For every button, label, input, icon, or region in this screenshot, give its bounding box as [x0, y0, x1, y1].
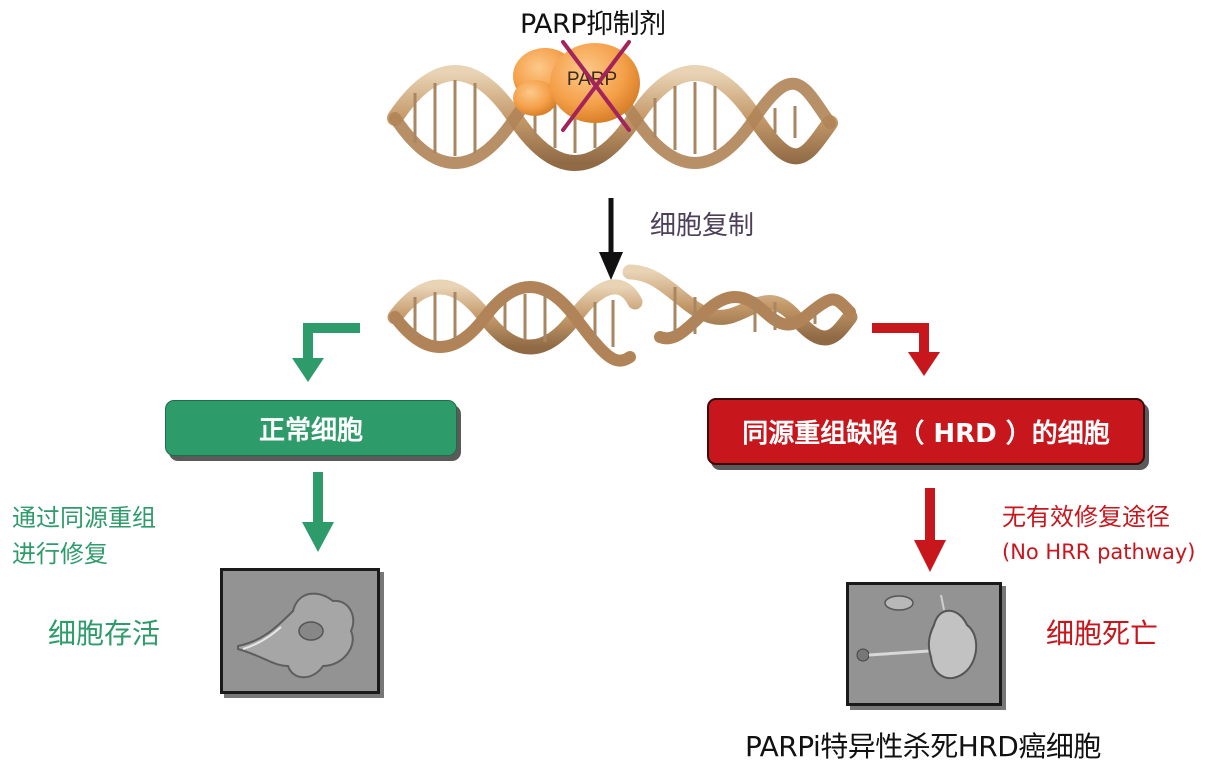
- hrd-cell-box: 同源重组缺陷（ HRD ）的细胞: [707, 398, 1145, 465]
- normal-cell-label: 正常细胞: [258, 415, 363, 446]
- dna-fragment-right: [622, 264, 858, 346]
- hr-repair-line1: 通过同源重组: [12, 504, 156, 532]
- no-hrr-pathway-label: (No HRR pathway): [1002, 540, 1196, 564]
- hrd-cell-label: 同源重组缺陷（ HRD ）的细胞: [742, 419, 1110, 449]
- replication-arrow: [599, 198, 623, 280]
- no-repair-pathway-label: 无有效修复途径: [1002, 503, 1170, 531]
- cell-survival-label: 细胞存活: [48, 617, 161, 650]
- normal-cell-box: 正常细胞: [165, 400, 457, 456]
- green-down-arrow: [302, 472, 334, 552]
- inhibition-cross-icon: [561, 40, 631, 132]
- hr-repair-text: 通过同源重组 进行修复: [12, 500, 156, 572]
- replication-label: 细胞复制: [650, 211, 755, 241]
- cell-death-label: 细胞死亡: [1046, 617, 1159, 650]
- red-branch-arrow: [872, 323, 940, 376]
- dna-with-parp-illustration: PARP: [387, 40, 838, 171]
- diagram-title: PARP抑制剂: [520, 9, 666, 40]
- hr-repair-line2: 进行修复: [12, 540, 108, 568]
- bottom-caption: PARPi特异性杀死HRD癌细胞: [745, 730, 1101, 763]
- dna-broken-illustration: [387, 264, 858, 367]
- red-down-arrow: [914, 488, 946, 572]
- dna-fragment-left: [387, 279, 643, 367]
- green-branch-arrow: [292, 323, 360, 382]
- surviving-cell-micrograph: [220, 568, 380, 694]
- dna-helix-top: [387, 65, 838, 171]
- dying-cells-micrograph: [846, 582, 1002, 706]
